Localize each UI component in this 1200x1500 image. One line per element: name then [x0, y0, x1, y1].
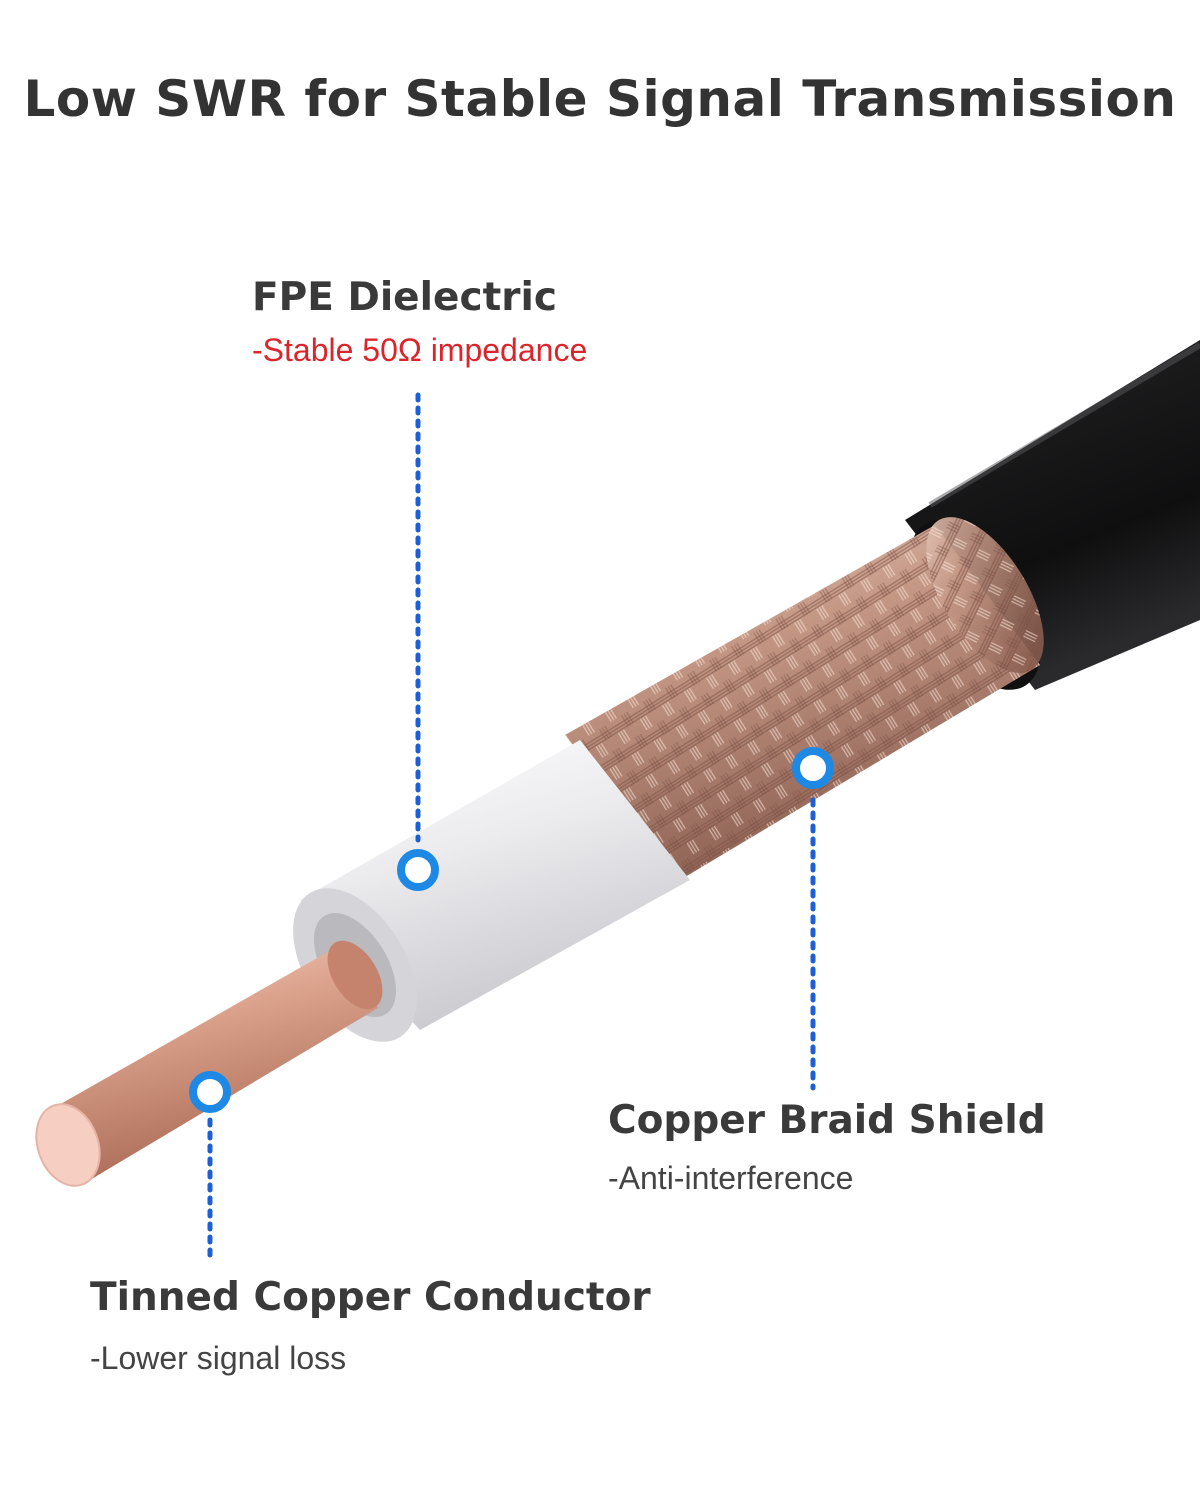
conductor-section: [35, 940, 383, 1187]
page-title: Low SWR for Stable Signal Transmission: [23, 70, 1177, 128]
marker-ring-icon: [189, 1071, 231, 1113]
conductor-label-subtitle: -Lower signal loss: [90, 1340, 347, 1376]
dielectric-label-title: FPE Dielectric: [252, 275, 557, 320]
conductor-label-title: Tinned Copper Conductor: [90, 1275, 651, 1320]
braid-section: [565, 517, 1044, 880]
dielectric-label-subtitle: -Stable 50Ω impedance: [252, 332, 588, 368]
braid-label-title: Copper Braid Shield: [608, 1098, 1046, 1143]
braid-label-subtitle: -Anti-interference: [608, 1160, 854, 1196]
marker-ring-icon: [397, 849, 439, 891]
marker-ring-icon: [792, 747, 834, 789]
